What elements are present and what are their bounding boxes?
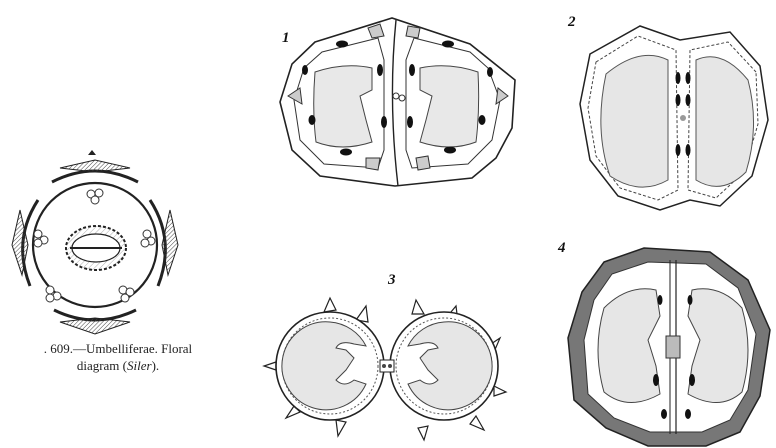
stamen — [46, 286, 61, 302]
caption-prefix: diagram ( — [77, 358, 127, 373]
figure-label-2: 2 — [568, 14, 576, 31]
fruit-section-3 — [264, 298, 506, 440]
caption-genus: Siler — [127, 358, 152, 373]
fruit-section-1 — [280, 18, 515, 186]
figure-label-1: 1 — [282, 30, 290, 47]
bract-mark — [88, 150, 96, 155]
fruit-section-4 — [568, 248, 770, 446]
stamen — [119, 286, 134, 302]
ovary — [66, 226, 126, 270]
caption-suffix: ). — [152, 358, 160, 373]
stamen — [141, 230, 155, 247]
stamen — [87, 189, 103, 204]
figure-caption: . 609.—Umbelliferae. Floral diagram (Sil… — [0, 340, 236, 374]
figure-label-4: 4 — [558, 240, 566, 257]
fruit-section-2 — [580, 26, 768, 210]
caption-line-1: . 609.—Umbelliferae. Floral — [0, 340, 236, 357]
stamen — [34, 230, 48, 247]
caption-line-2: diagram (Siler). — [0, 357, 236, 374]
figure-label-3: 3 — [388, 272, 396, 289]
floral-diagram — [12, 150, 178, 334]
